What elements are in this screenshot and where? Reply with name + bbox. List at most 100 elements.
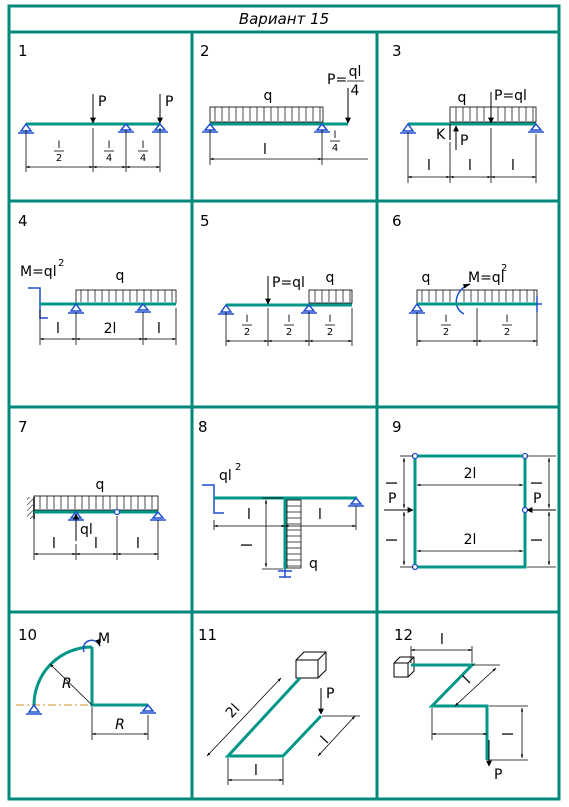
load-arrows — [214, 107, 321, 121]
hinge — [521, 506, 529, 514]
panel-number: 8 — [198, 418, 208, 436]
load-label: q — [422, 270, 431, 286]
frame — [411, 663, 489, 760]
panel-number: 4 — [18, 212, 28, 230]
force-label: 4 — [351, 83, 360, 99]
dim-label: l — [460, 673, 474, 687]
dimension-lines — [25, 128, 161, 172]
dim-label: 4 — [332, 143, 338, 154]
panel-7: 7 q ql l l l — [18, 418, 166, 560]
load-label: q — [326, 270, 335, 286]
dim-label: 4 — [140, 153, 146, 164]
dimension-lines — [225, 308, 353, 346]
distributed-load — [308, 289, 353, 304]
dim-label: l — [385, 481, 401, 485]
dim-label: 4 — [106, 153, 112, 164]
support-fixed — [26, 703, 42, 715]
panel-number: 7 — [18, 418, 28, 436]
force-label: P — [165, 94, 173, 110]
dim-label: l — [52, 536, 56, 552]
hinge — [411, 563, 419, 571]
moment-label: M — [98, 631, 110, 647]
force-label: ql — [80, 522, 93, 538]
dim-label: l — [530, 538, 546, 542]
dim-label: l — [329, 314, 332, 325]
dim-label: 2l — [104, 321, 117, 337]
panel-5: 5 P=ql q l 2 l 2 l 2 — [200, 212, 353, 346]
panel-10: 10 R M R — [16, 626, 156, 740]
panel-4: 4 M=ql 2 q l 2l l — [18, 212, 177, 345]
load-label: q — [458, 90, 467, 106]
force-label: P — [494, 767, 502, 783]
dim-label: l — [142, 140, 145, 151]
support-fixed — [536, 296, 542, 312]
force-label: P= — [327, 72, 347, 88]
load-label: q — [116, 268, 125, 284]
moment-arrow — [82, 638, 101, 653]
frame — [90, 647, 148, 707]
hinge — [521, 452, 529, 460]
panel-number: 11 — [198, 626, 217, 644]
dim-label: 2 — [327, 327, 333, 338]
support-roller — [140, 703, 156, 714]
force-label: P — [460, 133, 468, 149]
radius-line — [49, 663, 93, 706]
moment-label: ql — [219, 468, 232, 484]
dim-label: l — [58, 140, 61, 151]
dim-label: l — [440, 632, 444, 648]
panel-number: 6 — [392, 212, 402, 230]
point-label: K — [436, 127, 446, 143]
dim-label: 2 — [504, 327, 510, 338]
panel-number: 5 — [200, 212, 210, 230]
moment-label: M=ql — [20, 264, 57, 280]
dim-label: 2l — [464, 466, 477, 482]
distributed-load — [416, 289, 538, 304]
panel-6: 6 q M=ql 2 l 2 l 2 — [392, 212, 542, 346]
panel-number: 1 — [18, 42, 28, 60]
dim-label: l — [56, 321, 60, 337]
distributed-load — [209, 106, 324, 123]
dim-label: l — [246, 314, 249, 325]
load-label: q — [309, 556, 318, 572]
panel-number: 2 — [200, 42, 210, 60]
load-label: q — [264, 88, 273, 104]
support-roller — [528, 122, 544, 133]
force-label: P=ql — [494, 88, 527, 104]
dim-label: l — [530, 481, 546, 485]
moment-arrow — [455, 283, 471, 315]
dim-label: l — [468, 158, 472, 174]
panel-12: 12 P l l l — [393, 626, 528, 783]
panel-9: 9 P P 2l 2l l l l l — [384, 418, 556, 571]
dimension-lines — [407, 128, 537, 183]
radius-label: R — [62, 676, 72, 692]
dim-label: l — [263, 142, 267, 158]
dim-label: l — [240, 543, 256, 547]
dimension-lines — [206, 677, 360, 785]
dim-label: l — [427, 158, 431, 174]
dimension-lines — [33, 516, 159, 560]
panel-number: 9 — [392, 418, 402, 436]
dim-label: l — [334, 130, 337, 141]
frame — [224, 676, 323, 758]
dim-label: l — [157, 321, 161, 337]
dim-label: 2 — [244, 327, 250, 338]
dimension-lines — [400, 455, 556, 568]
support-fixed — [278, 569, 292, 578]
panel-1: 1 P P l 2 l 4 l 4 — [18, 42, 173, 172]
panel-number: 12 — [394, 626, 413, 644]
distributed-load — [75, 289, 177, 304]
panel-number: 3 — [392, 42, 402, 60]
sheet-title: Вариант 15 — [239, 10, 329, 28]
dim-label: l — [318, 733, 332, 747]
force-label: P — [533, 491, 541, 507]
force-label: P — [326, 686, 334, 702]
dimension-lines — [209, 130, 368, 165]
dim-label: l — [318, 507, 322, 523]
panel-3: 3 q P=ql K P l l l — [392, 42, 544, 183]
fixed-block — [295, 651, 327, 679]
dim-label: l — [501, 732, 517, 736]
panel-11: 11 P 2l l l — [198, 626, 360, 785]
dim-label: 2 — [56, 153, 62, 164]
sheet-frame — [7, 4, 561, 801]
